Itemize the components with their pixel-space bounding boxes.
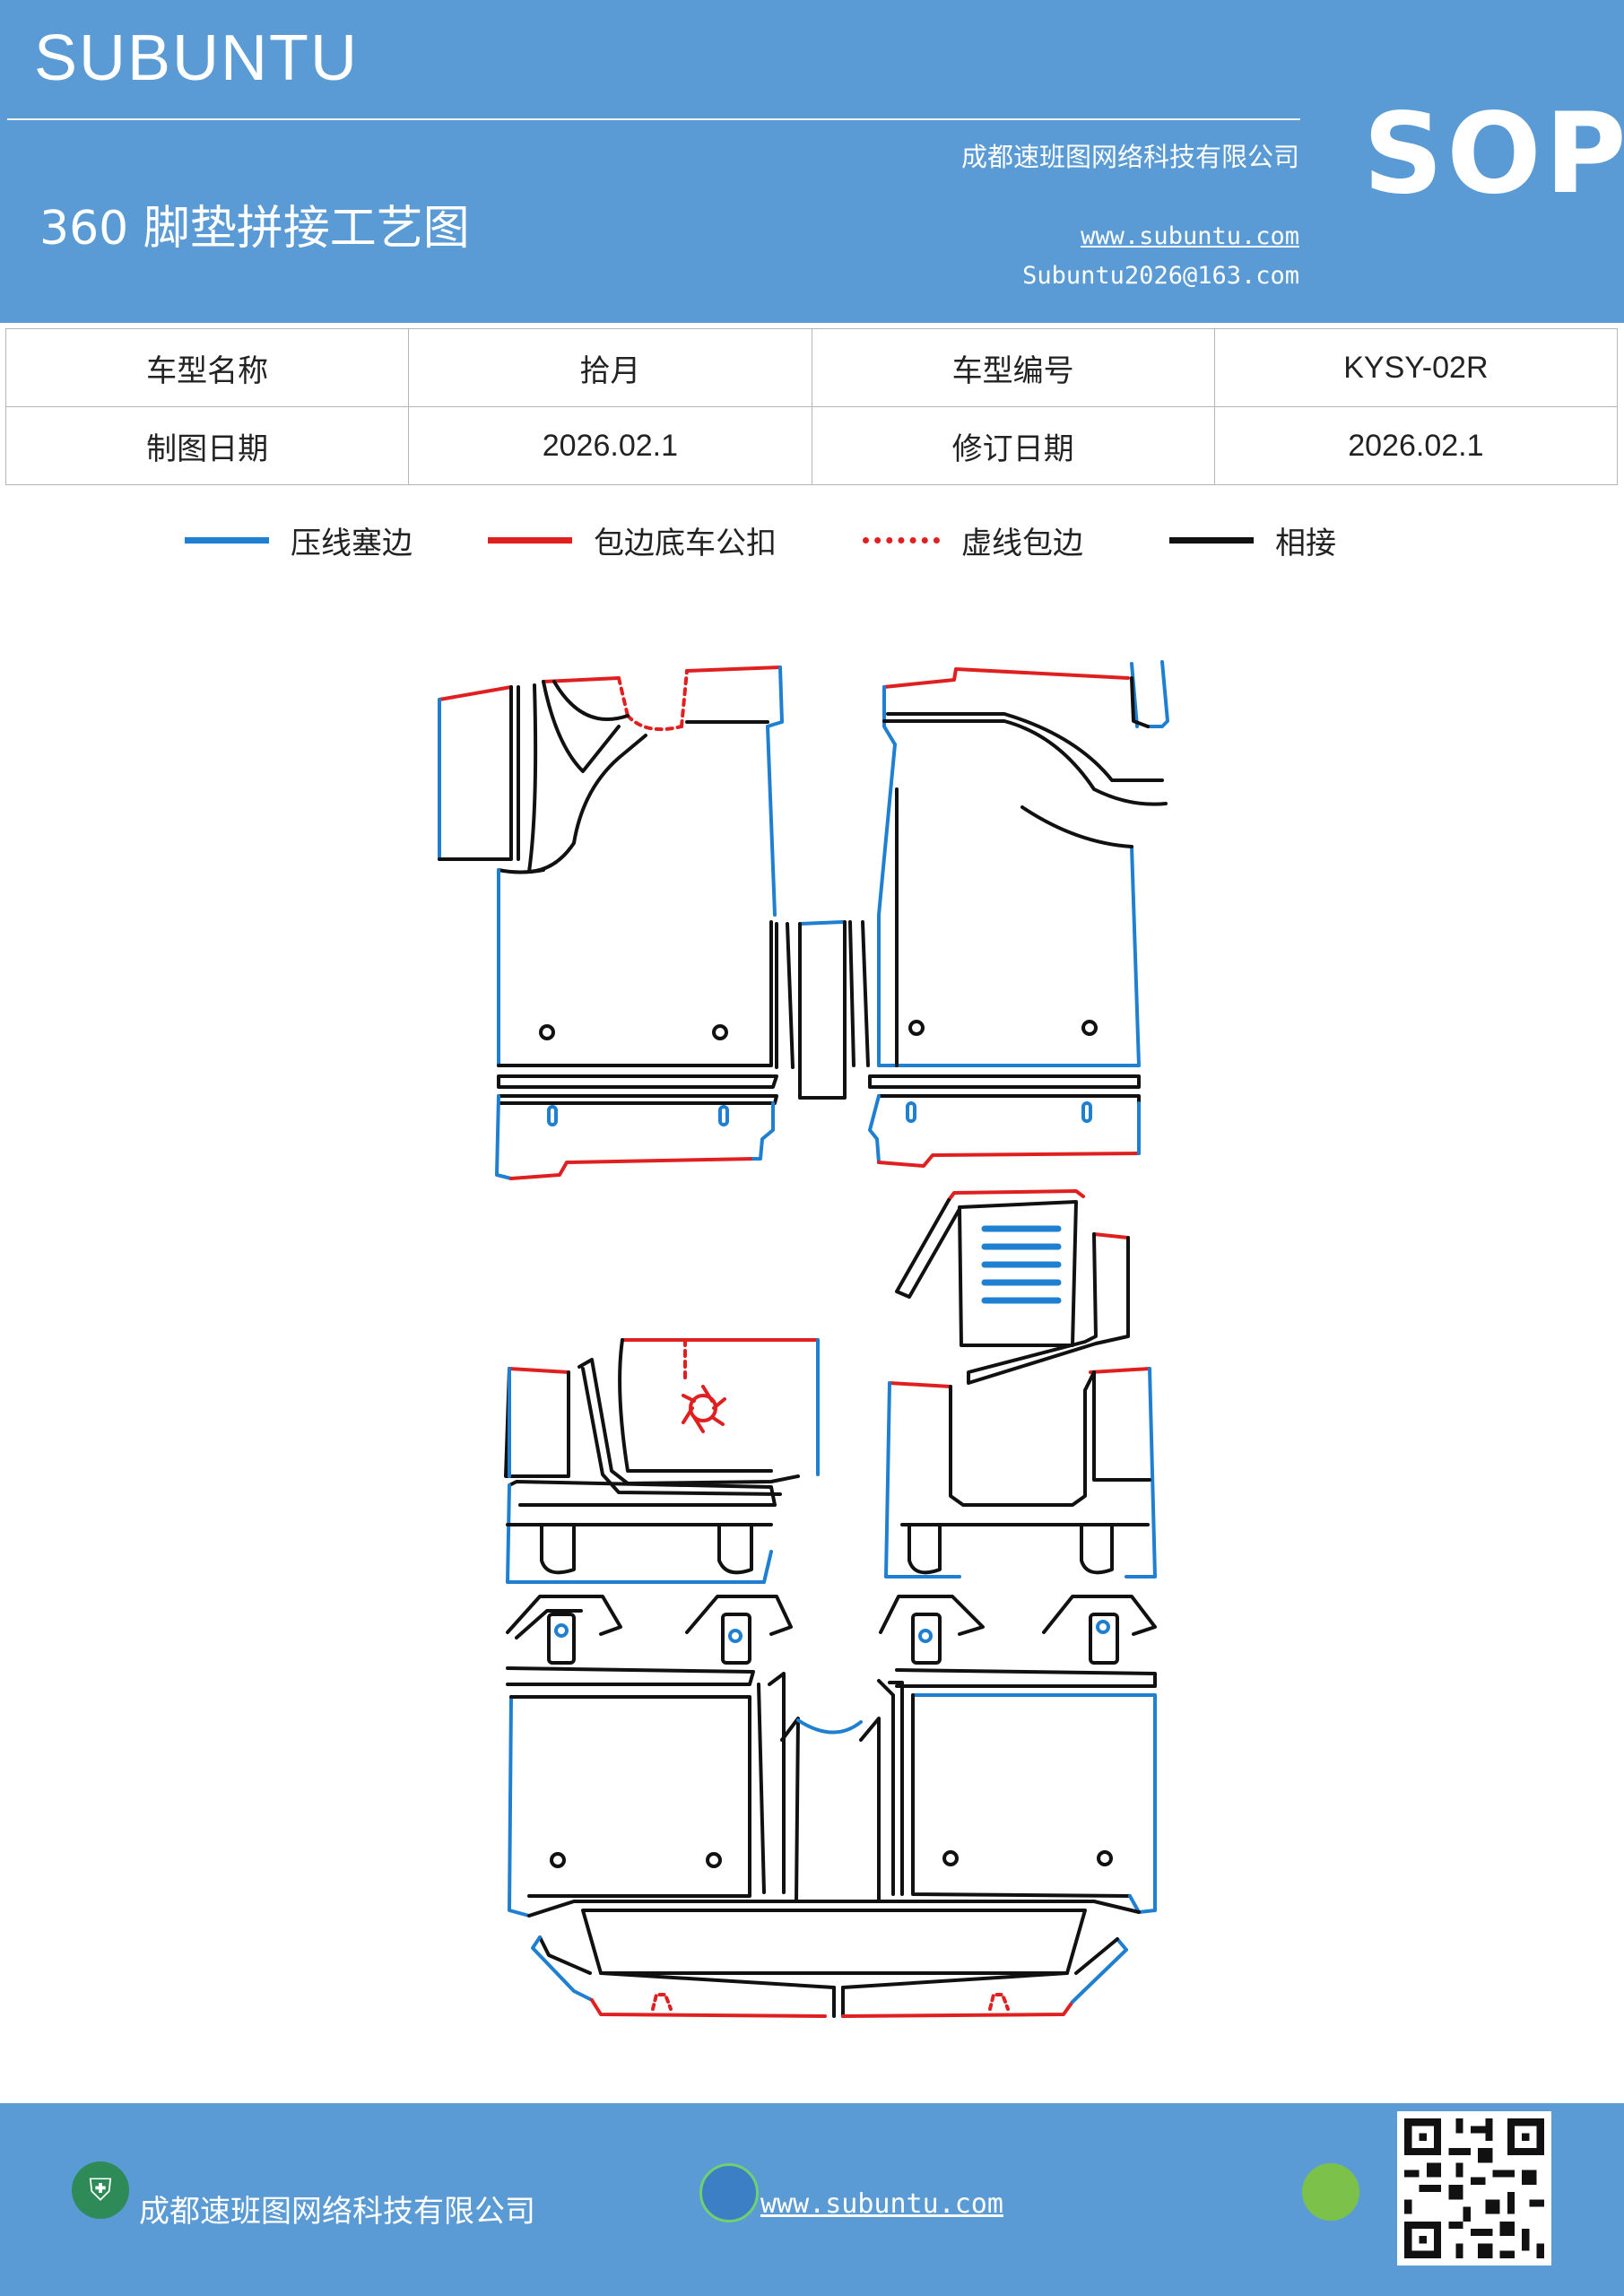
legend-item-dashed-edge: 虚线包边 (863, 518, 1083, 562)
front-right-mat (868, 660, 1169, 1168)
model-code-label: 车型编号 (811, 328, 1215, 407)
red-line-swatch (488, 537, 572, 544)
wechat-icon[interactable] (1302, 2163, 1359, 2221)
red-dotted-swatch (863, 537, 940, 544)
model-name-value: 拾月 (408, 328, 812, 407)
black-line-swatch (1169, 537, 1254, 544)
third-row-mats (508, 1672, 1157, 2018)
revise-date-value: 2026.02.1 (1213, 406, 1619, 485)
model-name-label: 车型名称 (4, 328, 410, 407)
legend-label: 相接 (1275, 526, 1336, 561)
rear-right-upper-panel (895, 1189, 1130, 1385)
globe-icon (699, 2163, 759, 2222)
front-center-tunnel (798, 920, 870, 1100)
footer-company-name: 成都速班图网络科技有限公司 (139, 2194, 535, 2230)
legend-label: 包边底车公扣 (594, 526, 777, 561)
website-link[interactable]: www.subuntu.com (1081, 222, 1299, 250)
legend-label: 压线塞边 (291, 526, 413, 561)
table-row: 制图日期 2026.02.1 修订日期 2026.02.1 (4, 406, 1619, 485)
table-row: 车型名称 拾月 车型编号 KYSY-02R (4, 328, 1619, 407)
rear-left-mats (504, 1338, 820, 1686)
model-code-value: KYSY-02R (1213, 328, 1619, 407)
line-legend: 压线塞边 包边底车公扣 虚线包边 相接 (0, 518, 1624, 581)
legend-label: 虚线包边 (961, 526, 1083, 561)
logo-mark-icon (682, 1385, 726, 1433)
header-banner (0, 0, 1624, 323)
legend-item-edge-buckle: 包边底车公扣 (488, 518, 777, 562)
footer-website-link[interactable]: www.subuntu.com (760, 2188, 1003, 2220)
blue-line-swatch (185, 537, 269, 544)
brand-logo-text: SUBUNTU (34, 22, 360, 94)
legend-item-press-seam: 压线塞边 (185, 518, 413, 562)
company-name: 成都速班图网络科技有限公司 (960, 142, 1299, 172)
revise-date-label: 修订日期 (811, 406, 1215, 485)
header-divider (7, 118, 1300, 120)
rear-right-mats (879, 1367, 1157, 1688)
qr-code-icon[interactable] (1397, 2111, 1551, 2266)
floor-mat-diagram (438, 660, 1169, 2018)
front-left-mat (438, 665, 795, 1180)
draw-date-label: 制图日期 (4, 406, 410, 485)
vehicle-info-table: 车型名称 拾月 车型编号 KYSY-02R 制图日期 2026.02.1 修订日… (4, 328, 1619, 485)
sop-badge: SOP (1363, 90, 1624, 219)
building-icon: ⛨ (72, 2161, 129, 2219)
document-title: 360 脚垫拼接工艺图 (39, 202, 470, 256)
legend-item-joint: 相接 (1169, 518, 1336, 562)
email-address: Subuntu2026@163.com (1022, 262, 1299, 290)
draw-date-value: 2026.02.1 (408, 406, 812, 485)
